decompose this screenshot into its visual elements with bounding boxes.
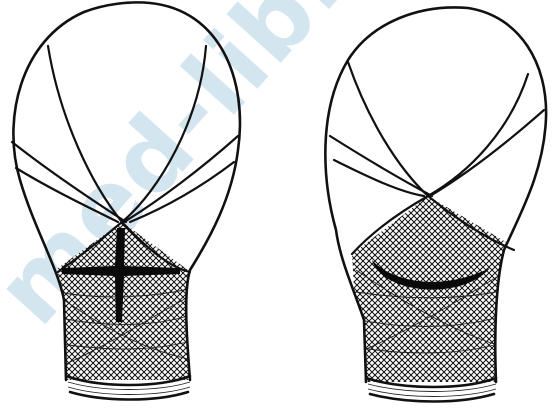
mesh-area-right <box>352 196 516 386</box>
stump-right <box>325 7 546 401</box>
